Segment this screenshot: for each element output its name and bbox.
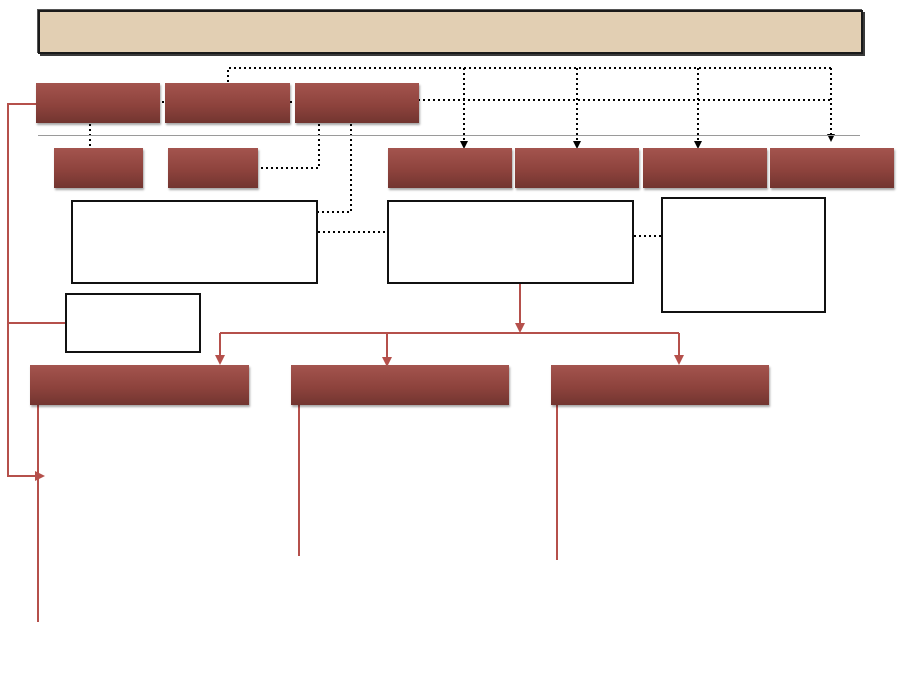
info-panel-3 xyxy=(661,197,826,313)
title-banner xyxy=(38,10,863,54)
dotted-link-top3-left2 xyxy=(259,124,320,169)
right-sub-box-1[interactable] xyxy=(388,148,512,188)
right-sub-box-2[interactable] xyxy=(515,148,639,188)
top-box-2[interactable] xyxy=(165,83,290,123)
right-sub-box-4[interactable] xyxy=(770,148,894,188)
dotted-link-top3-panel1 xyxy=(318,124,352,213)
red-left-bracket xyxy=(7,103,45,481)
top-box-1[interactable] xyxy=(36,83,160,123)
bottom-box-3[interactable] xyxy=(551,365,769,405)
bottom-box-2[interactable] xyxy=(291,365,509,405)
section-divider xyxy=(38,135,860,136)
info-panel-4 xyxy=(65,293,201,353)
left-sub-box-1[interactable] xyxy=(54,148,143,188)
left-sub-box-2[interactable] xyxy=(168,148,258,188)
bottom-box-1[interactable] xyxy=(30,365,249,405)
dotted-bus-upper xyxy=(227,67,832,82)
right-sub-box-3[interactable] xyxy=(643,148,767,188)
top-box-3[interactable] xyxy=(295,83,419,123)
info-panel-2 xyxy=(387,200,634,284)
info-panel-1 xyxy=(71,200,318,284)
